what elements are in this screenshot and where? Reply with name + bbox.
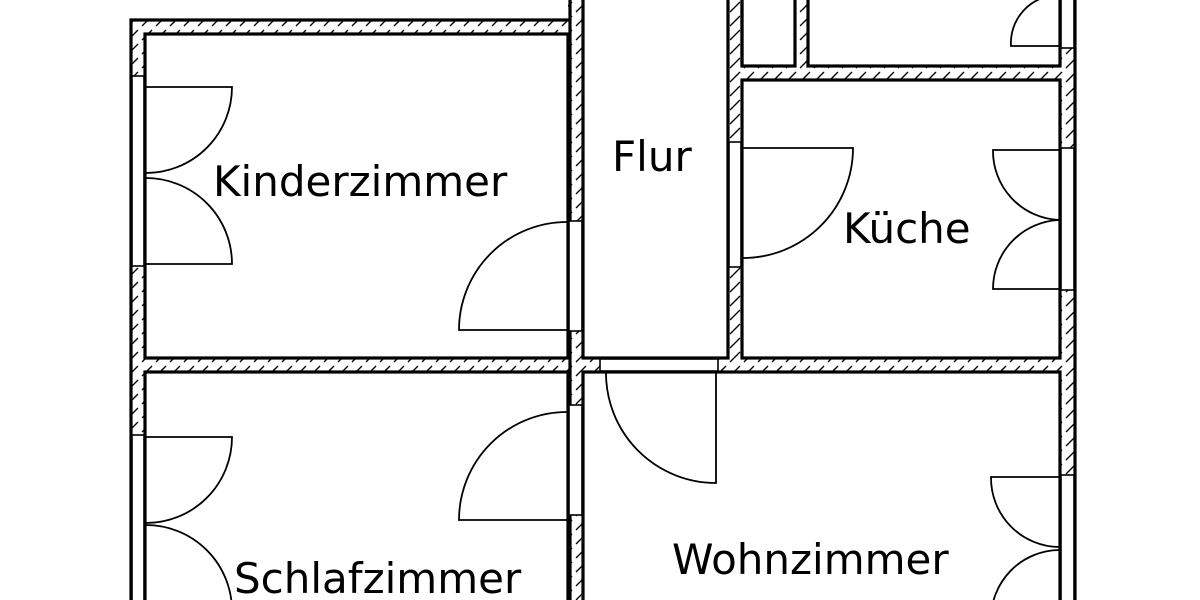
room-upper-right <box>806 0 1062 68</box>
room-wohnzimmer <box>581 370 1062 600</box>
room-schlafzimmer <box>143 370 570 600</box>
label-wohnzimmer: Wohnzimmer <box>672 535 949 584</box>
room-kueche <box>740 78 1062 360</box>
window-swing-schlafzimmer-top <box>145 436 233 524</box>
window-schlafzimmer <box>131 434 145 600</box>
label-schlafzimmer: Schlafzimmer <box>234 554 522 600</box>
room-small-storage <box>740 0 797 68</box>
window-swing-wohnzimmer-bottom <box>992 549 1060 600</box>
doorway-kueche <box>728 141 742 268</box>
room-kinderzimmer <box>143 32 570 360</box>
doorway-kinderzimmer <box>568 220 583 332</box>
window-swing-kueche-top <box>992 149 1060 221</box>
doorway-schlafzimmer <box>568 404 583 516</box>
door-swing-upper-right <box>1010 0 1059 47</box>
label-flur: Flur <box>612 132 692 181</box>
window-swing-schlafzimmer-bottom <box>145 524 233 600</box>
room-labels: Kinderzimmer Flur Küche Schlafzimmer Woh… <box>213 132 971 600</box>
door-swing-kinderzimmer <box>458 221 568 331</box>
window-swing-wohnzimmer-top <box>990 476 1060 548</box>
room-flur <box>581 0 730 360</box>
window-wohnzimmer <box>1060 474 1075 600</box>
window-swing-kinderzimmer-top <box>145 86 233 174</box>
label-kueche: Küche <box>843 204 971 253</box>
label-kinderzimmer: Kinderzimmer <box>213 157 508 206</box>
door-swing-schlafzimmer <box>458 411 568 521</box>
window-swing-kueche-bottom <box>992 219 1060 290</box>
window-kueche <box>1060 147 1075 291</box>
window-upper-right <box>1060 0 1075 49</box>
door-swing-wohnzimmer <box>605 372 717 484</box>
doorway-wohnzimmer <box>599 358 719 372</box>
window-kinderzimmer <box>131 75 145 267</box>
window-swing-kinderzimmer-bottom <box>145 177 233 265</box>
room-areas <box>143 0 1062 600</box>
door-swing-kueche <box>742 147 854 259</box>
openings <box>131 0 1075 600</box>
door-swings <box>145 0 1060 600</box>
